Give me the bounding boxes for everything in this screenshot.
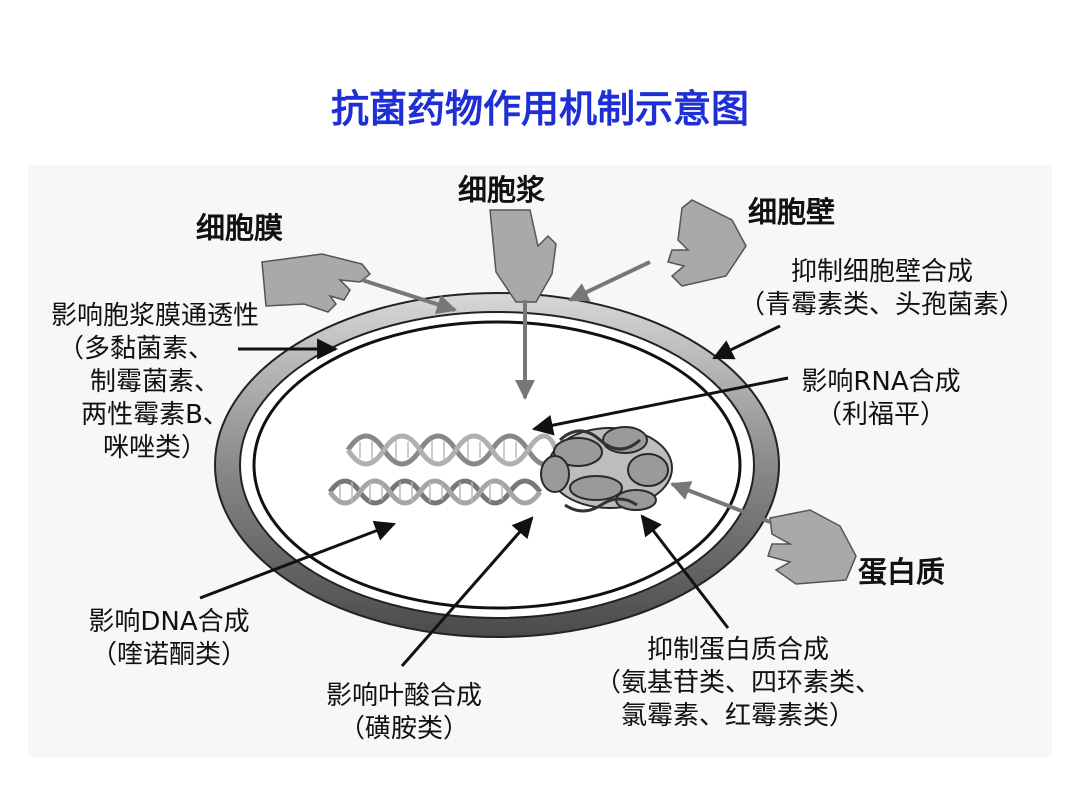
hand-icon-cytoplasm: [489, 209, 557, 303]
hand-icon-membrane: [261, 253, 372, 313]
mechanism-rna-synthesis: 影响RNA合成 （利福平）: [801, 367, 961, 430]
mechanism-dna-synthesis: 影响DNA合成 （喹诺酮类）: [88, 607, 250, 670]
arrow-wall: [712, 324, 781, 360]
hand-icon-protein: [767, 509, 857, 585]
label-wall: 细胞壁: [748, 195, 836, 229]
dna-helix-top: [345, 433, 559, 467]
mechanism-wall-synthesis: 抑制细胞壁合成 （青霉素类、头孢菌素）: [738, 257, 1025, 320]
label-protein: 蛋白质: [858, 555, 946, 589]
label-cytoplasm: 细胞浆: [458, 173, 546, 207]
mechanism-folate-synthesis: 影响叶酸合成 （磺胺类）: [325, 681, 482, 744]
dna-helix-bottom: [327, 478, 543, 506]
hand-icon-wall: [667, 199, 747, 287]
diagram-title: 抗菌药物作用机制示意图: [330, 86, 749, 131]
arrow-dna: [199, 520, 396, 600]
arrow-protein: [640, 514, 730, 629]
label-membrane: 细胞膜: [196, 211, 284, 245]
mechanism-protein-synthesis: 抑制蛋白质合成 （氨基苷类、四环素类、 氯霉素、红霉素类）: [594, 635, 881, 731]
mechanism-membrane-permeability: 影响胞浆膜通透性 （多黏菌素、 制霉菌素、 两性霉素B、 咪唑类）: [50, 301, 259, 463]
mechanism-arrows: [199, 324, 789, 667]
arrow-folate: [400, 516, 534, 667]
arrow-rna: [531, 376, 789, 436]
dna-base-pairs: [339, 440, 517, 502]
pointer-sticks: [361, 260, 771, 524]
protein-structure: [540, 426, 673, 513]
